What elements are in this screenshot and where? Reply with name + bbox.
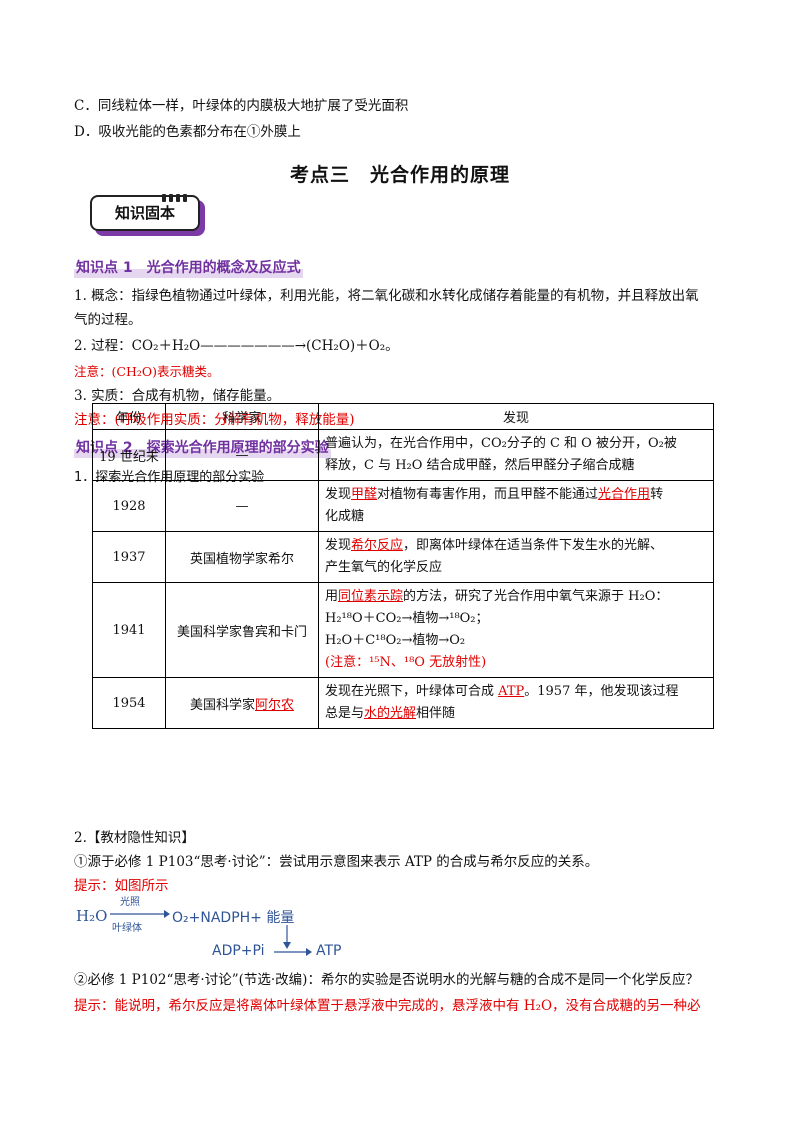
row2-keyword-formaldehyde: 甲醛 xyxy=(351,487,378,502)
row5-c: 。1957 年，他发现该过程 xyxy=(524,684,679,699)
table-row: 1954 美国科学家阿尔农 发现在光照下，叶绿体可合成 ATP。1957 年，他… xyxy=(92,677,714,729)
kp1-concept-line1: 1. 概念：指绿色植物通过叶绿体，利用光能，将二氧化碳和水转化成储存着能量的有机… xyxy=(74,288,699,304)
diagram-arrow-down-icon xyxy=(283,925,291,949)
row5-scientist: 美国科学家阿尔农 xyxy=(165,677,319,729)
row3-line1: 发现希尔反应，即离体叶绿体在适当条件下发生水的光解、 xyxy=(325,535,707,557)
row3-finding: 发现希尔反应，即离体叶绿体在适当条件下发生水的光解、 产生氧气的化学反应 xyxy=(318,531,714,583)
hidden-knowledge-heading: 2.【教材隐性知识】 xyxy=(74,830,195,846)
row2-line1: 发现甲醛对植物有毒害作用，而且甲醛不能通过光合作用转 xyxy=(325,484,707,506)
section-title: 考点三 光合作用的原理 xyxy=(289,164,510,186)
col-finding: 发现 xyxy=(318,403,714,430)
row5-keyword-atp: ATP xyxy=(498,684,525,699)
row2-line2: 化成糖 xyxy=(325,509,365,524)
row4-finding: 用同位素示踪的方法，研究了光合作用中氧气来源于 H₂O： H₂¹⁸O＋CO₂→植… xyxy=(318,582,714,678)
notebook-rings-icon xyxy=(162,190,196,202)
knowledge-badge: 知识固本 xyxy=(90,194,208,239)
row4-scientist: 美国科学家鲁宾和卡门 xyxy=(165,582,319,678)
row3-line2: 产生氧气的化学反应 xyxy=(325,560,443,575)
row4-c: 的方法，研究了光合作用中氧气来源于 H₂O： xyxy=(403,589,669,604)
row5-line1: 发现在光照下，叶绿体可合成 ATP。1957 年，他发现该过程 xyxy=(325,681,707,703)
diagram-products: O₂+NADPH+ 能量 xyxy=(172,910,295,926)
row3-keyword-hill-reaction: 希尔反应 xyxy=(351,538,404,553)
process-label: 2. 过程： xyxy=(74,338,132,354)
row5-line2: 总是与水的光解相伴随 xyxy=(325,703,707,725)
row4-year: 1941 xyxy=(92,582,166,678)
process-formula: CO₂＋H₂O———————→(CH₂O)＋O₂。 xyxy=(131,338,399,354)
row3-year: 1937 xyxy=(92,531,166,583)
row4-keyword-isotope: 同位素示踪 xyxy=(338,589,404,604)
badge-label: 知识固本 xyxy=(90,195,200,231)
row1-year: 19 世纪末 xyxy=(92,429,166,481)
row3-c: ，即离体叶绿体在适当条件下发生水的光解、 xyxy=(403,538,664,553)
row1-finding: 普遍认为，在光合作用中，CO₂分子的 C 和 O 被分开，O₂被 释放，C 与 … xyxy=(318,429,714,481)
kp1-process: 2. 过程：CO₂＋H₂O———————→(CH₂O)＋O₂。 xyxy=(74,336,399,356)
diagram-atp: ATP xyxy=(316,943,342,959)
diagram-chloroplast: 叶绿体 xyxy=(112,923,142,934)
row5-sci-a: 美国科学家 xyxy=(189,697,255,713)
row5-d: 总是与 xyxy=(325,706,365,721)
row1-scientist: — xyxy=(165,429,319,481)
table-row: 1937 英国植物学家希尔 发现希尔反应，即离体叶绿体在适当条件下发生水的光解、… xyxy=(92,531,714,583)
row5-f: 相伴随 xyxy=(416,706,456,721)
kp1-essence: 3. 实质：合成有机物，储存能量。 xyxy=(74,388,281,404)
row2-finding: 发现甲醛对植物有毒害作用，而且甲醛不能通过光合作用转 化成糖 xyxy=(318,480,714,532)
diagram-light: 光照 xyxy=(120,897,140,908)
kp1-heading: 知识点 1 光合作用的概念及反应式 xyxy=(74,258,303,278)
hidden-q1: ①源于必修 1 P103“思考·讨论”：尝试用示意图来表示 ATP 的合成与希尔… xyxy=(74,854,599,870)
row2-e: 转 xyxy=(650,487,664,502)
diagram-adp: ADP+Pi xyxy=(212,943,265,959)
diagram-arrow-atp-icon xyxy=(274,948,312,956)
table-row: 19 世纪末 — 普遍认为，在光合作用中，CO₂分子的 C 和 O 被分开，O₂… xyxy=(92,429,714,481)
row2-year: 1928 xyxy=(92,480,166,532)
row1-line1: 普遍认为，在光合作用中，CO₂分子的 C 和 O 被分开，O₂被 xyxy=(325,436,677,451)
row3-a: 发现 xyxy=(325,538,352,553)
row5-a: 发现在光照下，叶绿体可合成 xyxy=(325,684,499,699)
col-scientist: 科学家 xyxy=(165,403,319,430)
kp1-concept-line2: 气的过程。 xyxy=(74,312,142,328)
option-c: C．同线粒体一样，叶绿体的内膜极大地扩展了受光面积 xyxy=(74,98,409,114)
table-row: 1928 — 发现甲醛对植物有毒害作用，而且甲醛不能通过光合作用转 化成糖 xyxy=(92,480,714,532)
row1-line2: 释放，C 与 H₂O 结合成甲醛，然后甲醛分子缩合成糖 xyxy=(325,458,635,473)
experiments-table: 年份 科学家 发现 19 世纪末 — 普遍认为，在光合作用中，CO₂分子的 C … xyxy=(92,403,714,729)
hidden-tip2: 提示：能说明，希尔反应是将离体叶绿体置于悬浮液中完成的，悬浮液中有 H₂O，没有… xyxy=(74,998,701,1014)
row4-a: 用 xyxy=(325,589,339,604)
row2-a: 发现 xyxy=(325,487,352,502)
row4-line1: 用同位素示踪的方法，研究了光合作用中氧气来源于 H₂O： xyxy=(325,586,707,608)
row2-scientist: — xyxy=(165,480,319,532)
row3-scientist: 英国植物学家希尔 xyxy=(165,531,319,583)
diagram-h2o: H₂O xyxy=(76,907,108,925)
table-row: 1941 美国科学家鲁宾和卡门 用同位素示踪的方法，研究了光合作用中氧气来源于 … xyxy=(92,582,714,678)
kp1-note1: 注意：(CH₂O)表示糖类。 xyxy=(74,364,220,379)
row5-keyword-arnon: 阿尔农 xyxy=(255,697,295,713)
hidden-q2: ②必修 1 P102“思考·讨论”(节选·改编)：希尔的实验是否说明水的光解与糖… xyxy=(74,972,699,988)
row4-line3: H₂O＋C¹⁸O₂→植物→O₂ xyxy=(325,633,466,648)
row4-note: (注意：¹⁵N、¹⁸O 无放射性) xyxy=(325,655,487,670)
row2-c: 对植物有毒害作用，而且甲醛不能通过 xyxy=(377,487,599,502)
table-header-row: 年份 科学家 发现 xyxy=(92,403,714,430)
row5-keyword-photolysis: 水的光解 xyxy=(364,706,417,721)
row4-line2: H₂¹⁸O＋CO₂→植物→¹⁸O₂； xyxy=(325,611,489,626)
row5-finding: 发现在光照下，叶绿体可合成 ATP。1957 年，他发现该过程 总是与水的光解相… xyxy=(318,677,714,729)
row5-year: 1954 xyxy=(92,677,166,729)
atp-diagram: H₂O 光照 叶绿体 O₂+NADPH+ 能量 ADP+Pi ATP xyxy=(74,895,394,965)
option-d: D．吸收光能的色素都分布在①外膜上 xyxy=(74,124,301,140)
diagram-arrow-right-icon xyxy=(110,910,170,918)
col-year: 年份 xyxy=(92,403,166,430)
row2-keyword-photosynthesis: 光合作用 xyxy=(598,487,651,502)
hidden-tip1: 提示：如图所示 xyxy=(74,878,169,894)
